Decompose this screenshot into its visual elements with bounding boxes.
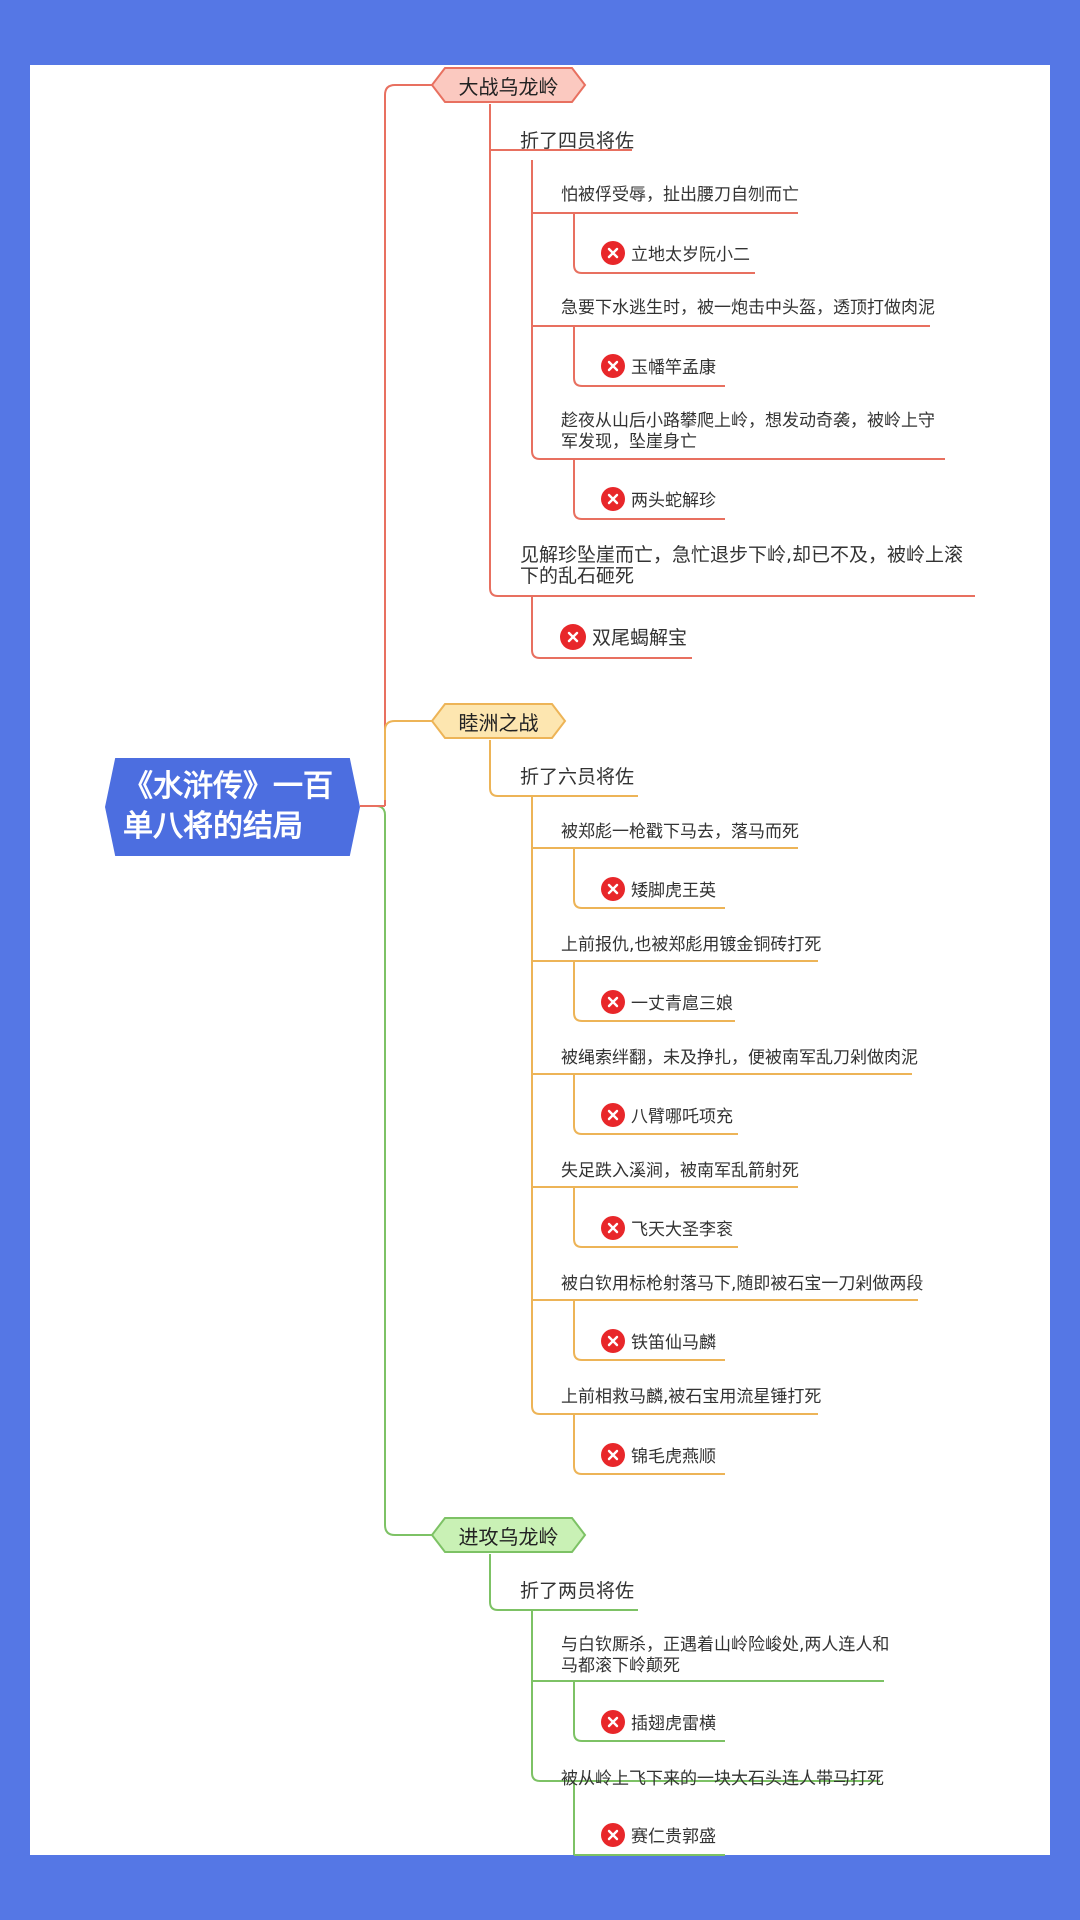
cause-text: 与白钦厮杀，正遇着山岭险峻处,两人连人和马都滚下岭颠死 (561, 1635, 890, 1676)
cause-text: 上前报仇,也被郑彪用镀金铜砖打死 (561, 935, 822, 955)
close-icon (560, 623, 586, 650)
general-item: 矮脚虎王英 (601, 876, 716, 901)
branch-title: 睦洲之战 (458, 710, 539, 735)
branch-2-badge (430, 703, 567, 739)
general-name: 插翅虎雷横 (631, 1714, 716, 1734)
sub-title: 折了四员将佐 (520, 130, 635, 152)
close-icon (601, 1822, 625, 1847)
close-icon (601, 1442, 625, 1467)
general-item: 立地太岁阮小二 (601, 240, 750, 265)
general-name: 飞天大圣李衮 (631, 1220, 733, 1240)
branch-1-badge (430, 67, 587, 103)
sub-title: 折了两员将佐 (520, 1580, 635, 1602)
close-icon (601, 240, 625, 265)
general-item: 赛仁贵郭盛 (601, 1822, 716, 1847)
general-item: 两头蛇解珍 (601, 486, 716, 511)
general-item: 插翅虎雷横 (601, 1709, 716, 1734)
cause-text: 怕被俘受辱，扯出腰刀自刎而亡 (561, 185, 799, 205)
root-title-line2: 单八将的结局 (123, 809, 303, 844)
branch-2-lines (384, 720, 918, 1475)
root-title-line1: 《水浒传》一百 (123, 769, 333, 804)
branch-title: 进攻乌龙岭 (458, 1524, 559, 1549)
cause-text: 被白钦用标枪射落马下,随即被石宝一刀剁做两段 (561, 1274, 924, 1294)
general-item: 飞天大圣李衮 (601, 1215, 733, 1240)
general-item: 一丈青扈三娘 (601, 989, 733, 1014)
general-name: 锦毛虎燕顺 (631, 1447, 716, 1467)
general-item: 双尾蝎解宝 (560, 623, 687, 650)
close-icon (601, 486, 625, 511)
general-name: 赛仁贵郭盛 (631, 1827, 716, 1847)
cause-text: 被绳索绊翻，未及挣扎，便被南军乱刀剁做肉泥 (561, 1048, 918, 1068)
close-icon (601, 353, 625, 378)
close-icon (601, 1709, 625, 1734)
cause-text: 被郑彪一枪戳下马去，落马而死 (561, 822, 799, 842)
general-name: 玉幡竿孟康 (631, 358, 716, 378)
cause-text: 失足跌入溪涧，被南军乱箭射死 (561, 1161, 799, 1181)
general-name: 一丈青扈三娘 (631, 994, 733, 1014)
general-name: 双尾蝎解宝 (592, 627, 688, 649)
general-name: 八臂哪吒项充 (631, 1107, 733, 1127)
close-icon (601, 989, 625, 1014)
general-item: 锦毛虎燕顺 (601, 1442, 716, 1467)
root-node: 《水浒传》一百 单八将的结局 (105, 758, 360, 856)
branch-title: 大战乌龙岭 (458, 74, 559, 99)
general-item: 八臂哪吒项充 (601, 1102, 733, 1127)
close-icon (601, 1328, 625, 1353)
general-name: 铁笛仙马麟 (631, 1333, 716, 1353)
cause-text: 上前相救马麟,被石宝用流星锤打死 (561, 1387, 822, 1407)
general-name: 矮脚虎王英 (631, 881, 716, 901)
cause-text: 被从岭上飞下来的一块大石头连人带马打死 (561, 1769, 884, 1789)
general-item: 玉幡竿孟康 (601, 353, 716, 378)
close-icon (601, 1102, 625, 1127)
cause-text: 趁夜从山后小路攀爬上岭，想发动奇袭，被岭上守军发现，坠崖身亡 (561, 411, 935, 452)
general-name: 两头蛇解珍 (631, 491, 716, 511)
cause-text: 见解珍坠崖而亡，急忙退步下岭,却已不及，被岭上滚下的乱石砸死 (520, 544, 964, 587)
close-icon (601, 1215, 625, 1240)
sub-title: 折了六员将佐 (520, 766, 635, 788)
general-item: 铁笛仙马麟 (601, 1328, 716, 1353)
branch-1-lines (384, 84, 975, 806)
cause-text: 急要下水逃生时，被一炮击中头盔，透顶打做肉泥 (561, 298, 935, 318)
branch-3-badge (430, 1517, 587, 1553)
general-name: 立地太岁阮小二 (631, 245, 750, 265)
close-icon (601, 876, 625, 901)
